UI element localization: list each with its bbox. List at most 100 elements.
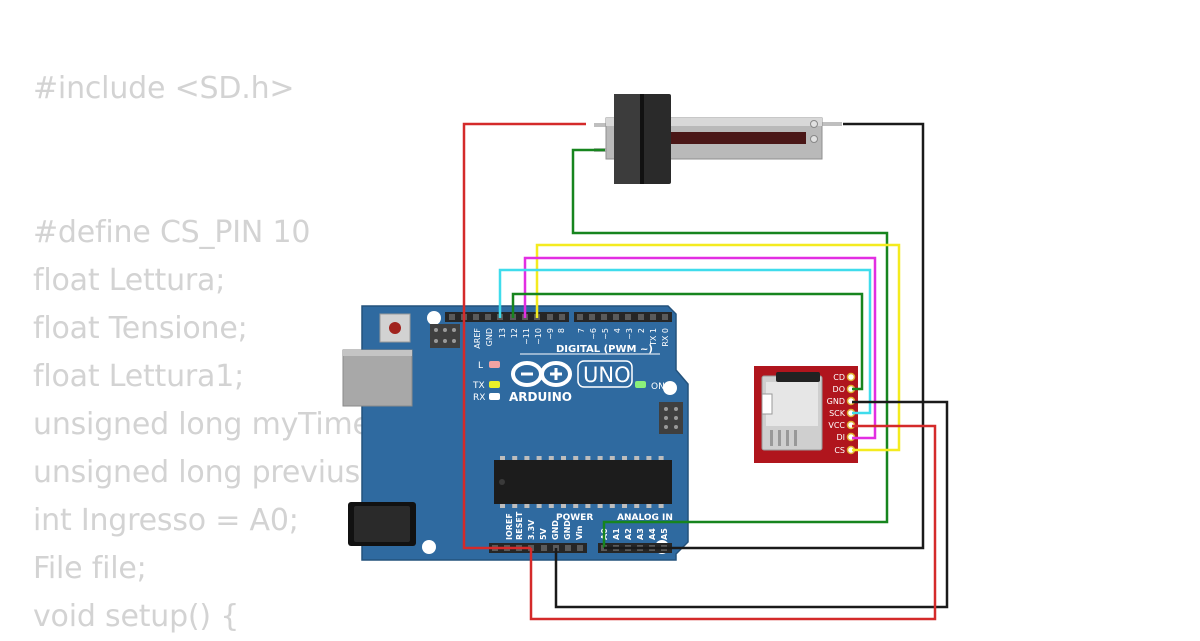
analog-header-label: ANALOG IN — [617, 513, 673, 523]
header-socket[interactable] — [473, 314, 479, 320]
power-pin-label: GND — [563, 520, 572, 540]
microcontroller-chip — [494, 456, 672, 508]
code-line: unsigned long previus — [33, 455, 361, 490]
code-line: File file; — [33, 551, 147, 586]
digital-pin-label: 2 — [637, 328, 646, 333]
mounting-hole — [427, 311, 441, 325]
l-led — [489, 361, 500, 368]
tx-led — [489, 381, 500, 388]
on-led — [635, 381, 646, 388]
header-socket[interactable] — [577, 314, 583, 320]
code-line: unsigned long myTime — [33, 407, 371, 442]
power-pin-label: Vin — [575, 525, 584, 540]
wire-green-pot-a0[interactable] — [571, 148, 889, 548]
tx-led-label: TX — [472, 381, 485, 391]
digital-pin-label: ~9 — [546, 328, 555, 340]
header-socket[interactable] — [650, 314, 656, 320]
power-pin-label: RESET — [515, 511, 524, 540]
digital-pin-label: RX 0 — [661, 328, 670, 347]
wires — [462, 122, 949, 621]
rx-led — [489, 393, 500, 400]
sd-pin[interactable] — [846, 372, 856, 382]
code-listing: #include <SD.h> #define CS_PIN 10 float … — [33, 65, 371, 641]
digital-pin-label: 8 — [557, 328, 566, 333]
header-socket[interactable] — [613, 314, 619, 320]
digital-pin-label: GND — [485, 328, 494, 346]
analog-pin-label: A4 — [648, 528, 657, 540]
digital-pin-label: ~6 — [589, 328, 598, 340]
power-pin-label: IOREF — [505, 513, 514, 540]
sd-pin-label: SCK — [829, 409, 846, 418]
analog-pin-label: A5 — [660, 528, 669, 540]
digital-pin-label: 7 — [577, 328, 586, 333]
wire-green-do[interactable] — [511, 292, 864, 391]
arduino-logo-icon — [511, 361, 572, 387]
code-line: #define CS_PIN 10 — [33, 215, 311, 250]
mounting-hole — [422, 540, 436, 554]
analog-pin-label: A3 — [636, 528, 645, 540]
header-socket[interactable] — [547, 314, 553, 320]
usb-connector — [342, 349, 413, 407]
header-socket[interactable] — [541, 545, 547, 551]
header-socket[interactable] — [625, 314, 631, 320]
power-pin-label: GND — [551, 520, 560, 540]
digital-pin-label: ~3 — [625, 328, 634, 340]
sd-pin-label: CS — [834, 446, 845, 455]
icsp-header — [430, 324, 460, 348]
digital-pin-label: 4 — [613, 328, 622, 333]
power-header-label: POWER — [556, 513, 593, 523]
brand-label: ARDUINO — [509, 390, 572, 404]
code-line: float Lettura1; — [33, 359, 245, 394]
digital-pin-label: TX 1 — [649, 328, 658, 347]
sd-pin-label: DO — [833, 385, 845, 394]
model-label: UNO — [583, 363, 631, 387]
header-socket[interactable] — [485, 314, 491, 320]
digital-pin-label: 12 — [510, 328, 519, 338]
digital-pin-label: ~10 — [534, 328, 543, 345]
header-socket[interactable] — [565, 545, 571, 551]
wire-red-sd-vcc[interactable] — [529, 424, 937, 621]
power-pin-label: 5V — [539, 527, 548, 540]
sd-card-module[interactable]: CD DO GND SCK VCC DI CS — [754, 366, 858, 463]
wire-cyan-sck[interactable] — [498, 268, 872, 415]
rx-led-label: RX — [473, 393, 485, 403]
header-socket[interactable] — [577, 545, 583, 551]
header-socket[interactable] — [589, 314, 595, 320]
header-socket[interactable] — [559, 314, 565, 320]
analog-pin-label: A1 — [612, 528, 621, 540]
slider-knob[interactable] — [614, 94, 671, 184]
l-led-label: L — [478, 361, 483, 371]
code-line: void setup() { — [33, 599, 240, 634]
digital-pin-label: ~11 — [522, 328, 531, 345]
wire-black-sd-gnd[interactable] — [554, 400, 949, 609]
sd-pin-label: VCC — [828, 421, 845, 430]
analog-pin-label: A2 — [624, 528, 633, 540]
header-socket[interactable] — [601, 314, 607, 320]
header-socket[interactable] — [662, 314, 668, 320]
reset-button[interactable] — [379, 313, 411, 343]
code-line: float Tensione; — [33, 311, 248, 346]
icsp-header — [659, 402, 683, 434]
wire-magenta-di[interactable] — [523, 256, 877, 440]
wire-black-pot-gnd[interactable] — [604, 122, 925, 550]
header-socket[interactable] — [638, 314, 644, 320]
digital-pin-label: AREF — [473, 328, 482, 349]
code-line: int Ingresso = A0; — [33, 503, 299, 538]
code-line: #include <SD.h> — [33, 71, 295, 106]
mounting-hole — [663, 381, 677, 395]
digital-pin-label: 13 — [498, 328, 507, 338]
header-socket[interactable] — [449, 314, 455, 320]
power-pin-label: 3.3V — [527, 519, 536, 540]
sd-pin-label: DI — [836, 433, 845, 442]
digital-pin-label: ~5 — [601, 328, 610, 340]
sd-pin-label: CD — [833, 373, 845, 382]
wire-red-pot-5v[interactable] — [462, 122, 586, 550]
digital-pin-header — [445, 312, 672, 322]
on-led-label: ON — [651, 382, 665, 392]
slide-potentiometer[interactable] — [594, 94, 842, 184]
sd-pin-label: GND — [827, 397, 845, 406]
digital-header-label: DIGITAL (PWM ~) — [556, 344, 653, 355]
